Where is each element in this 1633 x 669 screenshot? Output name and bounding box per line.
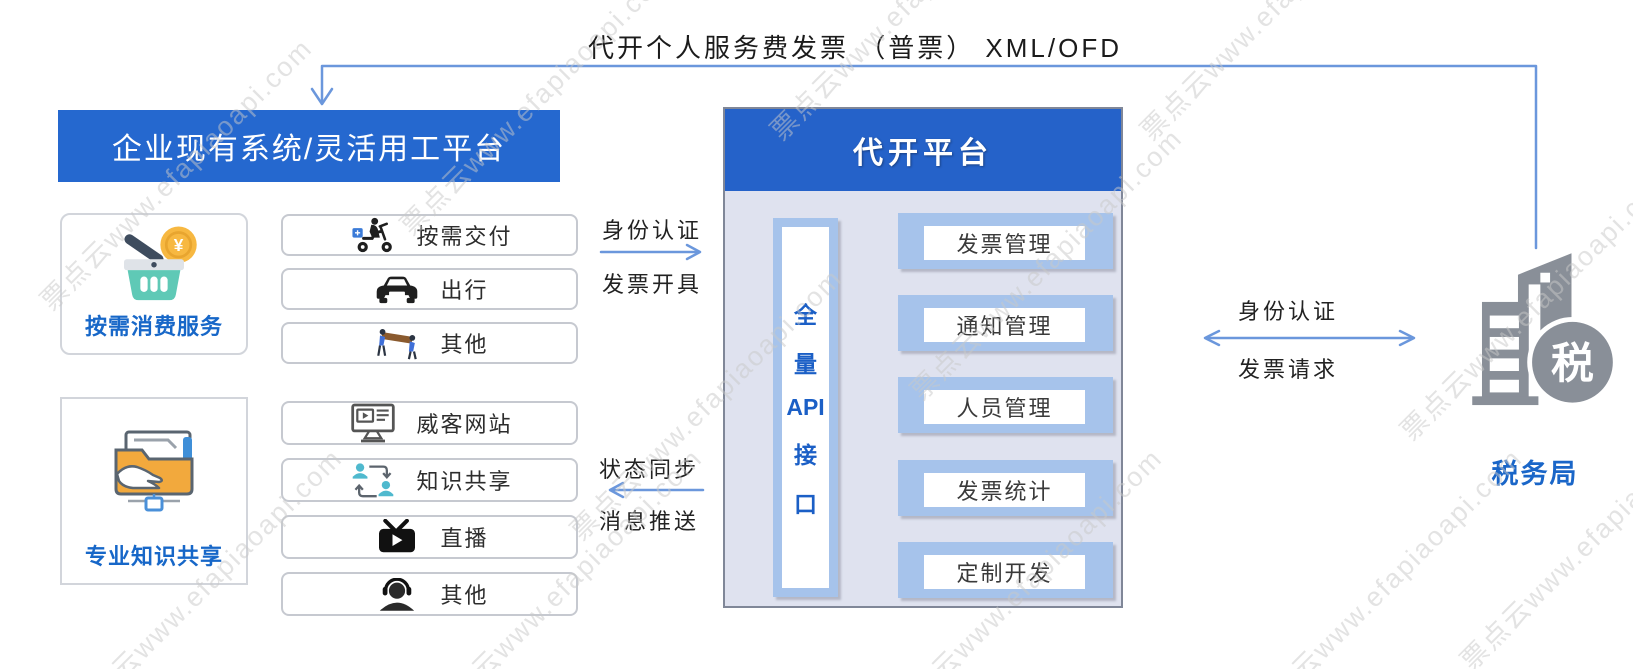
auth-invoice-arrowhead: [685, 243, 702, 261]
service-row-label: 其他: [440, 332, 489, 357]
tax-badge: 税: [1551, 340, 1594, 388]
left-system-header: 企业现有系统/灵活用工平台: [58, 110, 560, 182]
api-line: 接: [794, 442, 817, 468]
watermark: 票点云www.efapiaoapi.com: [1454, 392, 1633, 669]
service-row-label: 其他: [440, 583, 489, 608]
api-line: 量: [794, 351, 817, 377]
flow-invoice-request-label: 发票请求: [1237, 357, 1338, 382]
card-consume-service: ¥ 按需消费服务: [60, 213, 248, 355]
flow-auth-label: 身份认证: [601, 218, 702, 243]
website-monitor-icon: [346, 403, 400, 444]
diagram-title: 代开个人服务费发票 （普票） XML/OFD: [587, 33, 1122, 63]
module-custom-development: 定制开发: [898, 542, 1113, 598]
service-row-other-2: 其他: [281, 572, 578, 616]
module-invoice-statistics: 发票统计: [898, 460, 1113, 516]
module-invoice-management: 发票管理: [898, 213, 1113, 269]
module-label: 发票统计: [924, 473, 1085, 507]
svg-text:¥: ¥: [174, 235, 184, 255]
api-line: 口: [794, 491, 817, 517]
basket-icon: ¥: [104, 215, 204, 309]
service-row-knowledge: 知识共享: [281, 458, 578, 502]
flow-status-sync-label: 状态同步: [598, 457, 699, 482]
watermark: 票点云www.efapiaoapi.com: [1134, 0, 1419, 147]
delivery-scooter-icon: [346, 217, 400, 253]
api-line: 全: [794, 302, 817, 328]
platform-tax-arrowhead-right: [1398, 329, 1416, 347]
service-row-other-1: 其他: [281, 322, 578, 364]
card-knowledge-share: 专业知识共享: [60, 397, 248, 585]
live-tv-icon: [370, 519, 424, 555]
module-label: 人员管理: [924, 390, 1085, 424]
api-line: API: [786, 394, 825, 420]
api-box: 全 量 API 接 口: [773, 218, 838, 597]
status-push-arrowhead: [608, 481, 625, 499]
module-label: 通知管理: [924, 308, 1085, 342]
top-connector-arrowhead: [310, 87, 334, 106]
tax-building-icon: 税: [1445, 243, 1625, 428]
service-row-delivery: 按需交付: [281, 214, 578, 256]
service-row-weike: 威客网站: [281, 401, 578, 445]
platform-tax-arrowhead-left: [1203, 329, 1221, 347]
service-row-label: 按需交付: [416, 224, 513, 249]
knowledge-exchange-icon: [346, 461, 400, 500]
module-notify-management: 通知管理: [898, 295, 1113, 351]
service-row-label: 出行: [440, 278, 489, 303]
flow-invoice-issue-label: 发票开具: [601, 272, 702, 297]
moving-workers-icon: [370, 326, 424, 360]
service-row-label: 直播: [440, 526, 489, 551]
folder-share-icon: [104, 399, 204, 539]
module-label: 定制开发: [924, 555, 1085, 589]
card-consume-label: 按需消费服务: [84, 314, 223, 339]
service-row-label: 知识共享: [416, 469, 513, 494]
api-box-inner: 全 量 API 接 口: [782, 227, 829, 588]
service-row-label: 威客网站: [416, 412, 513, 437]
platform-header: 代开平台: [725, 109, 1121, 191]
flow-message-push-label: 消息推送: [598, 509, 699, 534]
flow-tax-auth-label: 身份认证: [1237, 299, 1338, 324]
agent-person-icon: [370, 577, 424, 611]
car-icon: [370, 274, 424, 304]
service-row-travel: 出行: [281, 268, 578, 310]
module-staff-management: 人员管理: [898, 377, 1113, 433]
card-knowledge-label: 专业知识共享: [84, 544, 223, 569]
service-row-live: 直播: [281, 515, 578, 559]
tax-bureau-label: 税务局: [1491, 459, 1579, 489]
module-label: 发票管理: [924, 226, 1085, 260]
